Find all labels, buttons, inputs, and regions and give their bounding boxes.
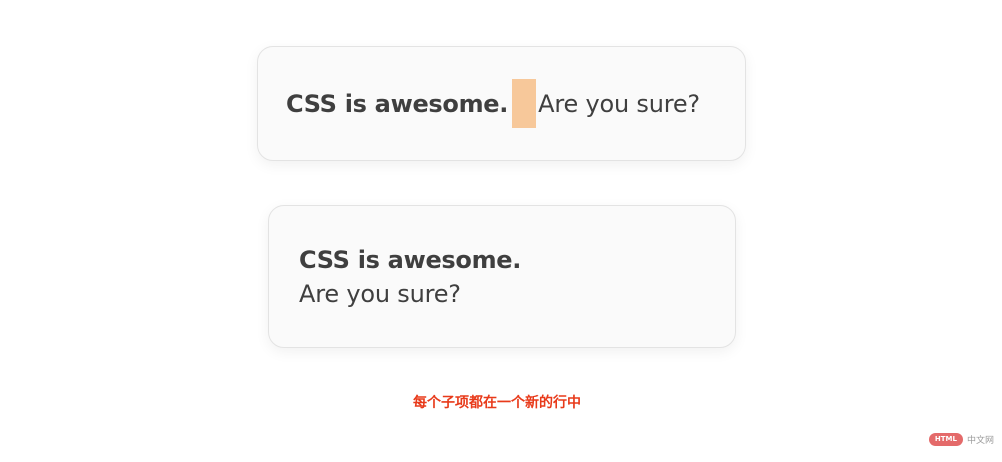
inline-demo-card: CSS is awesome. Are you sure? xyxy=(257,46,746,161)
watermark-logo: HTML xyxy=(928,433,963,446)
watermark-text: 中文网 xyxy=(966,436,994,446)
light-text: Are you sure? xyxy=(538,89,700,118)
gap-highlight xyxy=(512,79,537,128)
strong-text: CSS is awesome. xyxy=(286,89,509,118)
watermark: HTML 中文网 xyxy=(928,433,994,446)
stacked-demo-card: CSS is awesome. Are you sure? xyxy=(268,205,736,348)
light-text: Are you sure? xyxy=(299,280,461,308)
caption: 每个子项都在一个新的行中 xyxy=(413,395,581,411)
strong-text: CSS is awesome. xyxy=(299,246,522,274)
stacked-content: CSS is awesome. Are you sure? xyxy=(269,206,735,308)
inline-row: CSS is awesome. Are you sure? xyxy=(258,47,745,160)
